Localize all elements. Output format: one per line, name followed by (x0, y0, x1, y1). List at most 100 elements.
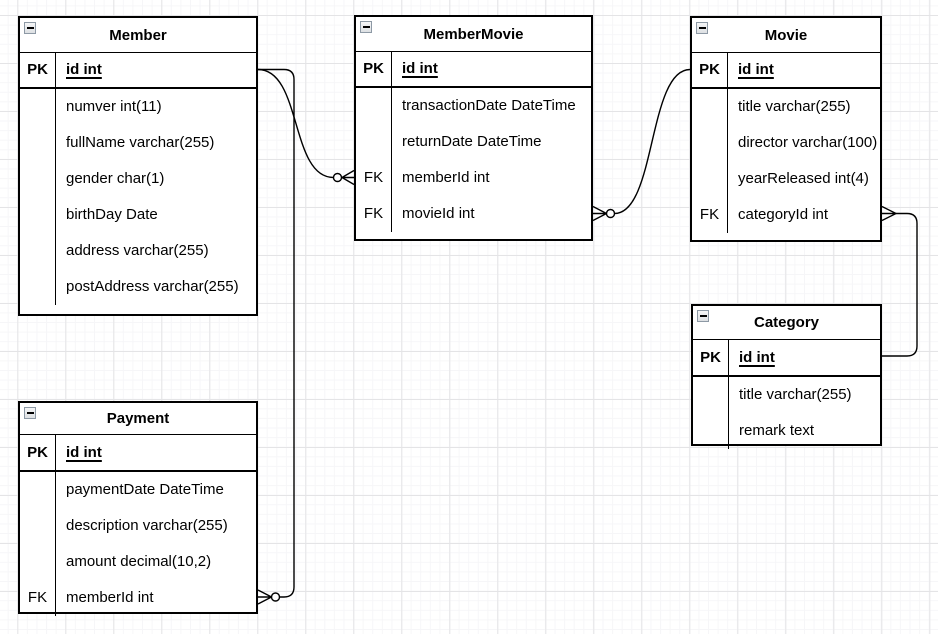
pk-row[interactable]: PK id int (356, 52, 591, 88)
table-membermovie[interactable]: MemberMovie PK id int transactionDate Da… (354, 15, 593, 241)
table-row[interactable]: gender char(1) (20, 160, 256, 197)
table-row[interactable]: FK memberId int (20, 579, 256, 616)
edge-member-to-payment[interactable] (257, 68, 295, 605)
row-key (693, 376, 729, 413)
row-key: FK (692, 196, 728, 233)
edge-movie-to-membermovie[interactable] (592, 68, 691, 222)
row-key (692, 160, 728, 197)
table-row[interactable]: transactionDate DateTime (356, 87, 591, 124)
pk-label: PK (693, 340, 729, 375)
table-row[interactable]: fullName varchar(255) (20, 124, 256, 161)
table-row[interactable]: amount decimal(10,2) (20, 543, 256, 580)
pk-label: PK (356, 52, 392, 86)
row-key (20, 543, 56, 580)
table-membermovie-header: MemberMovie (356, 17, 591, 52)
table-row[interactable]: title varchar(255) (692, 88, 880, 125)
row-field: remark text (739, 422, 815, 439)
pk-label: PK (692, 53, 728, 87)
row-field: transactionDate DateTime (402, 97, 576, 114)
row-key (693, 412, 729, 449)
row-field: description varchar(255) (66, 517, 228, 534)
table-movie[interactable]: Movie PK id int title varchar(255) direc… (690, 16, 882, 242)
row-field: movieId int (402, 205, 475, 222)
row-field: paymentDate DateTime (66, 481, 224, 498)
pk-row[interactable]: PK id int (692, 53, 880, 89)
table-member-header: Member (20, 18, 256, 53)
row-field: birthDay Date (66, 206, 158, 223)
pk-field: id int (738, 61, 774, 79)
table-row[interactable]: description varchar(255) (20, 507, 256, 544)
collapse-icon[interactable] (360, 21, 372, 33)
crows-foot-icon (341, 169, 355, 186)
row-key (20, 88, 56, 125)
row-key (692, 124, 728, 161)
pk-field: id int (66, 443, 102, 461)
table-movie-header: Movie (692, 18, 880, 53)
collapse-icon[interactable] (696, 22, 708, 34)
row-key (20, 196, 56, 233)
edge-member-to-membermovie[interactable] (257, 68, 355, 186)
row-field: numver int(11) (66, 98, 162, 115)
pk-field: id int (402, 60, 438, 78)
table-row[interactable]: director varchar(100) (692, 124, 880, 161)
row-field: memberId int (402, 169, 490, 186)
table-row[interactable]: remark text (693, 412, 880, 449)
row-key: FK (356, 195, 392, 232)
pk-row[interactable]: PK id int (20, 53, 256, 89)
table-row[interactable]: postAddress varchar(255) (20, 268, 256, 305)
pk-field: id int (66, 61, 102, 79)
minus-icon (26, 27, 34, 29)
row-key (20, 268, 56, 305)
row-field: director varchar(100) (738, 134, 878, 151)
table-row[interactable]: yearReleased int(4) (692, 160, 880, 197)
table-category[interactable]: Category PK id int title varchar(255) re… (691, 304, 882, 449)
table-payment[interactable]: Payment PK id int paymentDate DateTime d… (18, 401, 258, 616)
edge-movie-to-category[interactable] (881, 205, 918, 357)
row-field: amount decimal(10,2) (66, 553, 212, 570)
table-row[interactable]: FK categoryId int (692, 196, 880, 233)
table-title: Member (109, 26, 167, 44)
crows-foot-icon (881, 205, 897, 222)
row-field: gender char(1) (66, 170, 165, 187)
row-key (20, 471, 56, 508)
table-payment-header: Payment (20, 403, 256, 435)
minus-icon (362, 26, 370, 28)
table-member[interactable]: Member PK id int numver int(11) fullName… (18, 16, 258, 316)
table-row[interactable]: paymentDate DateTime (20, 471, 256, 508)
row-key (20, 124, 56, 161)
minus-icon (698, 27, 706, 29)
pk-label: PK (20, 435, 56, 470)
crows-foot-icon (257, 589, 272, 605)
collapse-icon[interactable] (24, 22, 36, 34)
table-row[interactable]: FK memberId int (356, 159, 591, 196)
row-key: FK (356, 159, 392, 196)
row-field: returnDate DateTime (402, 133, 542, 150)
row-key: FK (20, 579, 56, 616)
minus-icon (26, 412, 34, 414)
pk-label: PK (20, 53, 56, 87)
table-row[interactable]: numver int(11) (20, 88, 256, 125)
row-field: memberId int (66, 589, 154, 606)
table-title: Category (753, 314, 820, 331)
crows-foot-icon (592, 205, 607, 222)
row-field: title varchar(255) (738, 98, 851, 115)
row-field: yearReleased int(4) (738, 170, 869, 187)
row-field: postAddress varchar(255) (66, 278, 239, 295)
row-key (356, 87, 392, 124)
pk-row[interactable]: PK id int (693, 340, 880, 377)
row-field: address varchar(255) (66, 242, 209, 259)
table-row[interactable]: FK movieId int (356, 195, 591, 232)
pk-row[interactable]: PK id int (20, 435, 256, 472)
table-row[interactable]: address varchar(255) (20, 232, 256, 269)
row-field: fullName varchar(255) (66, 134, 215, 151)
collapse-icon[interactable] (697, 310, 709, 322)
table-row[interactable]: returnDate DateTime (356, 123, 591, 160)
table-title: MemberMovie (423, 25, 524, 43)
table-row[interactable]: title varchar(255) (693, 376, 880, 413)
row-key (692, 88, 728, 125)
collapse-icon[interactable] (24, 407, 36, 419)
table-category-header: Category (693, 306, 880, 340)
table-row[interactable]: birthDay Date (20, 196, 256, 233)
